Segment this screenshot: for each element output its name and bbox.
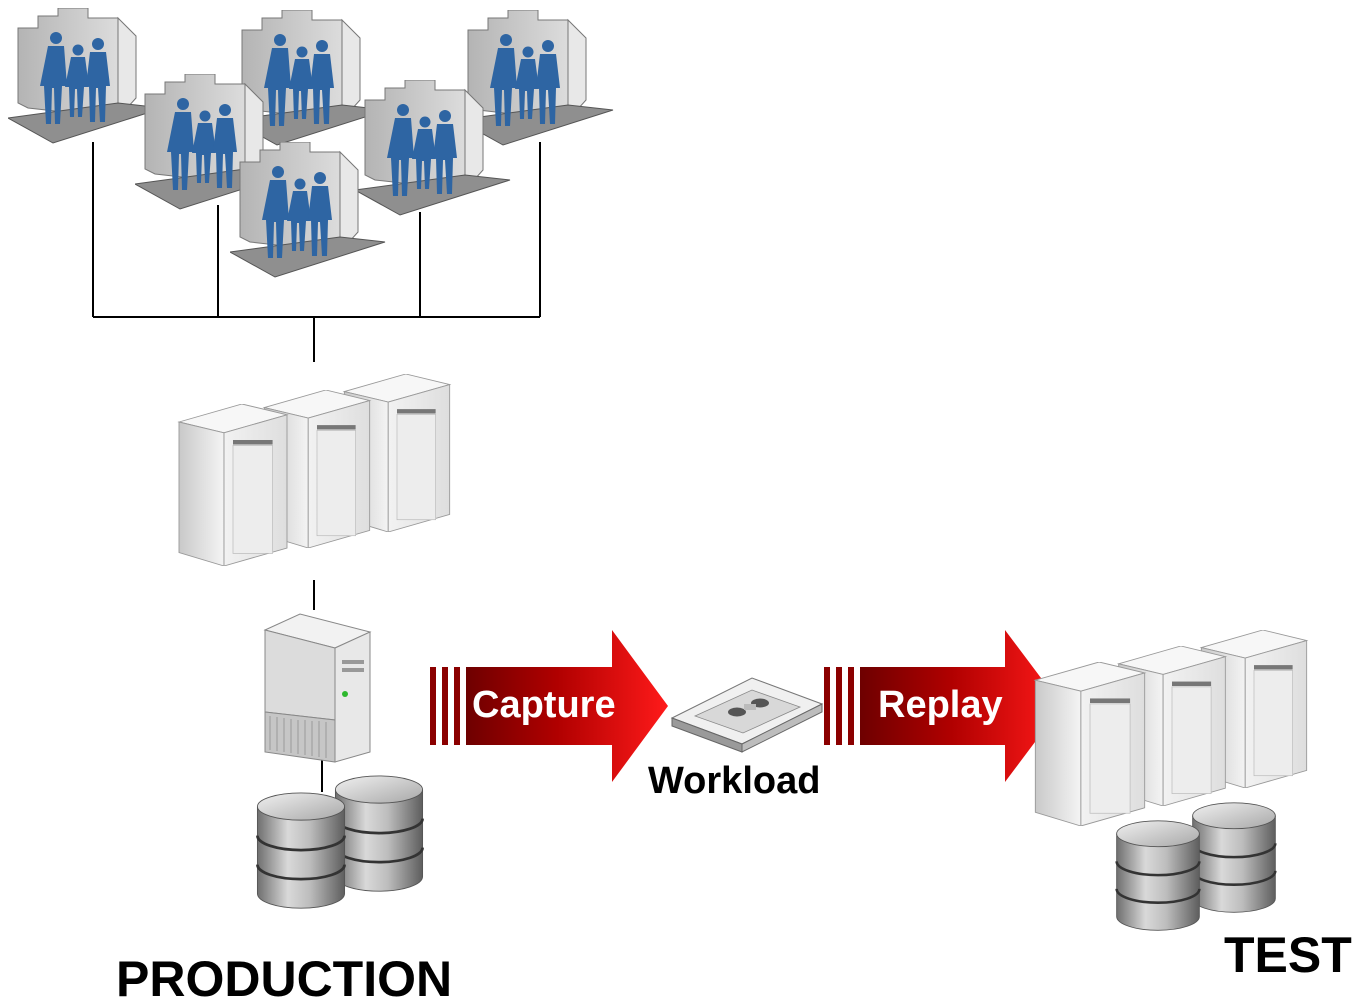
test-label: TEST: [1224, 927, 1352, 983]
replay-arrow-icon: [824, 630, 1062, 782]
app-server-icon: [1034, 662, 1146, 826]
database-disk-icon: [1191, 802, 1277, 914]
database-disk-icon: [1115, 820, 1201, 932]
workload-label: Workload: [648, 760, 821, 802]
user-group-icon: [230, 142, 386, 278]
test-server-cluster: [1034, 630, 1308, 826]
app-server-icon: [178, 404, 288, 566]
production-label: PRODUCTION: [116, 951, 453, 1007]
database-disk-icon: [256, 792, 346, 910]
test-storage: [1115, 802, 1277, 932]
capture-label: Capture: [472, 684, 616, 726]
network-lines: [92, 142, 541, 792]
user-group-icon: [8, 8, 164, 144]
user-groups: [8, 8, 614, 278]
database-disk-icon: [334, 775, 424, 893]
app-server-cluster: [178, 374, 451, 566]
replay-label: Replay: [878, 684, 1003, 726]
workload-file-icon: [670, 677, 824, 753]
capture-arrow-icon: [430, 630, 668, 782]
database-server-icon: [263, 613, 372, 763]
production-storage: [256, 775, 424, 910]
